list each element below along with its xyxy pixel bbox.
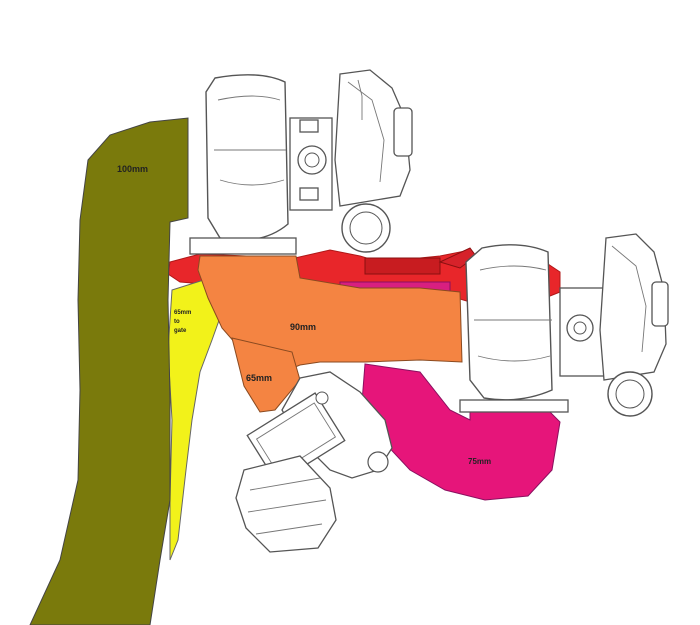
small-turbocharger-icon — [459, 233, 669, 417]
label-gate-line-1: 65mm — [174, 310, 191, 316]
wastegate-icon — [235, 371, 393, 553]
pipe-90mm — [197, 255, 463, 413]
label-65mm: 65mm — [246, 373, 272, 383]
large-turbocharger-icon — [189, 69, 413, 255]
label-gate-line-2: to — [174, 319, 180, 325]
label-90mm: 90mm — [290, 322, 316, 332]
label-gate-line-3: gate — [174, 328, 187, 334]
pipe-100mm — [29, 117, 189, 625]
label-100mm: 100mm — [117, 164, 148, 174]
label-75mm: 75mm — [468, 457, 491, 466]
